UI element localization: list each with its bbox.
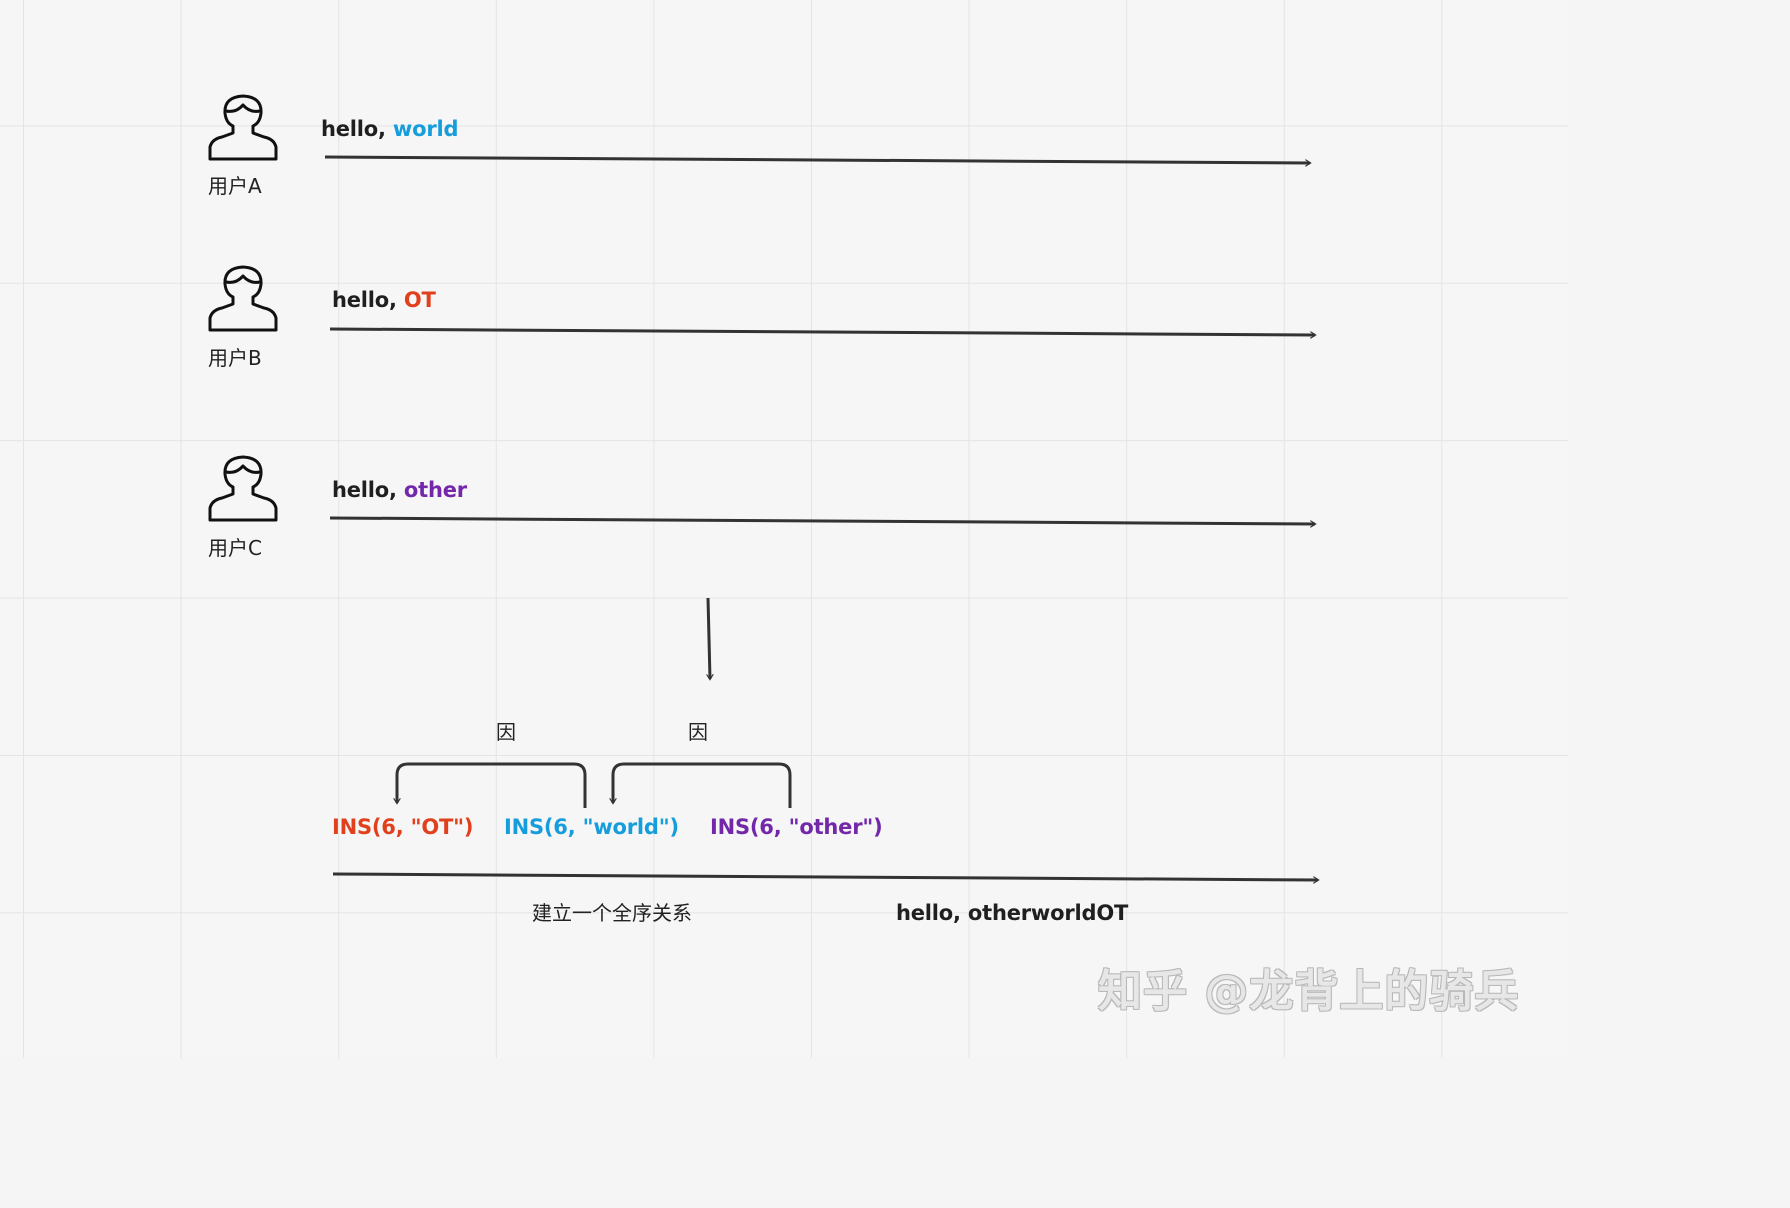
causality-label-2: 因 xyxy=(688,720,708,744)
operation-ins-ot: INS(6, "OT") xyxy=(332,815,474,839)
merge-down-arrow xyxy=(708,597,710,679)
message-highlight-ot: OT xyxy=(403,288,436,312)
causality-bracket-world-to-ot xyxy=(397,762,587,808)
message-prefix: hello, xyxy=(332,288,404,312)
user-c-label: 用户C xyxy=(208,536,262,560)
timeline-user-c-arrow xyxy=(329,516,1315,524)
timeline-user-a-arrow xyxy=(324,155,1310,163)
message-prefix: hello, xyxy=(332,478,404,502)
user-a-label: 用户A xyxy=(208,174,262,198)
operation-ins-world: INS(6, "world") xyxy=(504,815,679,839)
user-b-icon xyxy=(208,265,278,332)
message-prefix: hello, xyxy=(321,117,393,141)
operation-ins-other: INS(6, "other") xyxy=(710,815,883,839)
causality-label-1: 因 xyxy=(496,720,516,744)
watermark: 知乎 @龙背上的骑兵 xyxy=(1098,966,1520,1017)
user-a-message: hello, world xyxy=(321,117,459,141)
diagram-canvas: 用户A 用户B 用户C hello, world hello, OT hello… xyxy=(0,0,1568,1058)
user-b-message: hello, OT xyxy=(332,290,436,311)
message-highlight-other: other xyxy=(403,478,467,502)
total-order-label: 建立一个全序关系 xyxy=(532,901,692,925)
user-c-icon xyxy=(208,455,278,522)
message-highlight-world: world xyxy=(392,117,459,141)
total-order-timeline-arrow xyxy=(332,872,1318,880)
causality-bracket-other-to-world xyxy=(613,762,792,808)
result-text: hello, otherworldOT xyxy=(896,901,1129,925)
timeline-user-b-arrow xyxy=(329,327,1315,335)
user-b-label: 用户B xyxy=(208,346,262,370)
user-a-icon xyxy=(208,94,278,161)
diagram-lines xyxy=(208,94,1568,1058)
user-c-message: hello, other xyxy=(332,480,467,501)
